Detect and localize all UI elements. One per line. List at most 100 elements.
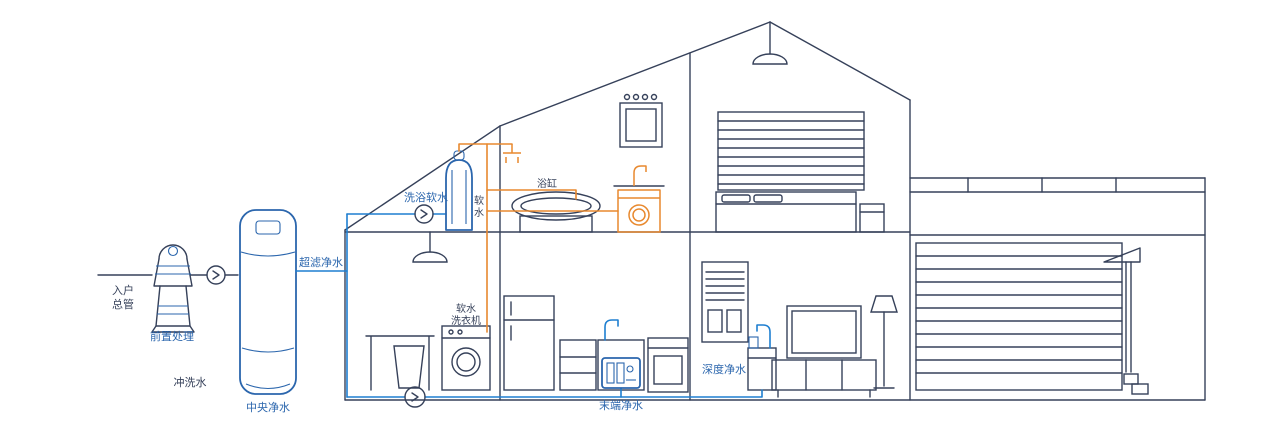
label-bath-softener: 洗浴软水: [404, 190, 448, 204]
living-room: [701, 261, 898, 398]
prefilter-gauge: [167, 245, 179, 257]
downspout: [1125, 261, 1132, 373]
central-purifier-seam-bottom: [241, 347, 295, 353]
chevron-right-icon: [212, 270, 220, 280]
label-washer-line1: 软水: [456, 302, 476, 315]
bathtub-rim: [511, 191, 601, 221]
roof-left-slope: [499, 21, 771, 127]
label-ultrafiltration: 超滤净水: [299, 255, 343, 269]
step-upper: [1123, 373, 1139, 385]
kitchen-cabinet-drawers: [559, 356, 597, 374]
garage: [909, 177, 1206, 401]
under-sink-heater-door-inner: [632, 208, 646, 222]
ro-filter-cartridge: [616, 362, 625, 384]
purifier-tower-slot: [726, 309, 742, 333]
purifier-tower-cabinet: [701, 261, 749, 343]
fridge: [503, 295, 555, 391]
tv-screen-inner: [791, 310, 857, 354]
label-washer-line2: 洗衣机: [451, 314, 481, 327]
mirror-cabinet-inner: [625, 108, 657, 142]
floor-lamp-shade: [870, 295, 898, 313]
prefilter-base: [151, 325, 195, 333]
roof-right-slope: [769, 21, 911, 101]
purifier-tower-slot: [707, 309, 723, 333]
chevron-right-icon: [420, 209, 428, 219]
softener-body: [445, 159, 473, 231]
ro-unit-body: [601, 357, 641, 389]
purifier-tower-vents: [705, 271, 745, 301]
pendant-lamp-shade: [412, 251, 448, 263]
labels: 入户 总管 前置处理 中央净水 冲洗水 超滤净水 洗浴软水 软 水 浴缸 软水 …: [112, 177, 746, 414]
ro-unit-dial: [626, 365, 634, 373]
under-sink-heater-door: [628, 204, 650, 226]
label-terminal-purifier: 末端净水: [599, 398, 643, 412]
washing-machine: [441, 325, 491, 391]
pipe-downstairs-run: [346, 389, 763, 398]
pipe-soft-bathtub: [486, 189, 577, 200]
bathtub-pedestal: [519, 215, 593, 233]
awning-icon: [1103, 247, 1141, 263]
table: [365, 335, 435, 391]
dispenser-gooseneck-faucet: [756, 324, 771, 349]
shower-mixer-icon: [503, 144, 521, 163]
washing-machine-door-inner: [456, 352, 476, 372]
bed: [715, 191, 857, 233]
upstairs-bedroom: [715, 21, 885, 233]
nightstand: [859, 203, 885, 233]
prefilter-band-lower: [157, 305, 189, 315]
vanity-faucet-icon: [633, 165, 647, 186]
oven: [647, 337, 689, 393]
prefilter-unit: [151, 244, 195, 333]
flow-arrow-circle: [404, 386, 426, 408]
central-purifier-unit: [239, 209, 297, 395]
label-inlet-line2: 总管: [112, 297, 134, 311]
label-bathtub: 浴缸: [537, 177, 557, 190]
mirror-light-dot: [623, 93, 631, 101]
prefilter-dome: [158, 244, 188, 260]
pillow-left: [721, 194, 751, 203]
pillow-right: [753, 194, 783, 203]
chevron-right-icon: [411, 392, 419, 402]
dispenser-cup: [748, 336, 759, 349]
kitchen-faucet-icon: [604, 319, 619, 341]
laundry-basket: [393, 345, 425, 389]
tv-console-dividers: [777, 359, 871, 398]
central-purifier-seam-top: [240, 251, 296, 257]
oven-door: [653, 355, 683, 385]
mirror-light-dot: [632, 93, 640, 101]
central-purifier-foot: [245, 383, 291, 390]
washing-machine-knob: [448, 329, 454, 335]
tv-screen: [786, 305, 862, 359]
laundry-room: [365, 231, 491, 391]
kitchen-cabinet: [559, 339, 597, 391]
label-inlet-line1: 入户: [112, 283, 134, 297]
label-prefilter: 前置处理: [150, 329, 194, 343]
tv-console: [771, 359, 877, 391]
garage-door-slats: [915, 255, 1123, 374]
garage-door-frame: [915, 242, 1123, 391]
upstairs-bathroom: [511, 93, 665, 233]
flow-arrow-circle: [414, 204, 434, 224]
label-deep-purifier: 深度净水: [702, 362, 746, 376]
bath-softener-unit: [445, 150, 473, 231]
pipe-soft-top: [458, 143, 513, 152]
flow-arrow-inlet: [206, 265, 226, 285]
washing-machine-knob: [457, 329, 463, 335]
kitchen: [503, 295, 689, 393]
water-system: [97, 143, 763, 408]
step-lower: [1131, 383, 1149, 395]
garage-roof-ticks: [967, 177, 1117, 193]
shower-mixer-body: [503, 144, 521, 163]
label-central-purifier: 中央净水: [246, 400, 290, 414]
flow-arrow-purified: [404, 386, 426, 408]
flow-arrow-soft-water: [414, 204, 434, 224]
prefilter-upper-body: [153, 258, 193, 287]
label-flush-water: 冲洗水: [174, 375, 207, 389]
central-purifier-body: [239, 209, 297, 395]
terminal-ro-unit: [601, 357, 641, 389]
blinds-slats: [717, 120, 865, 185]
mirror-light-dot: [641, 93, 649, 101]
ro-filter-cartridge: [606, 362, 615, 384]
